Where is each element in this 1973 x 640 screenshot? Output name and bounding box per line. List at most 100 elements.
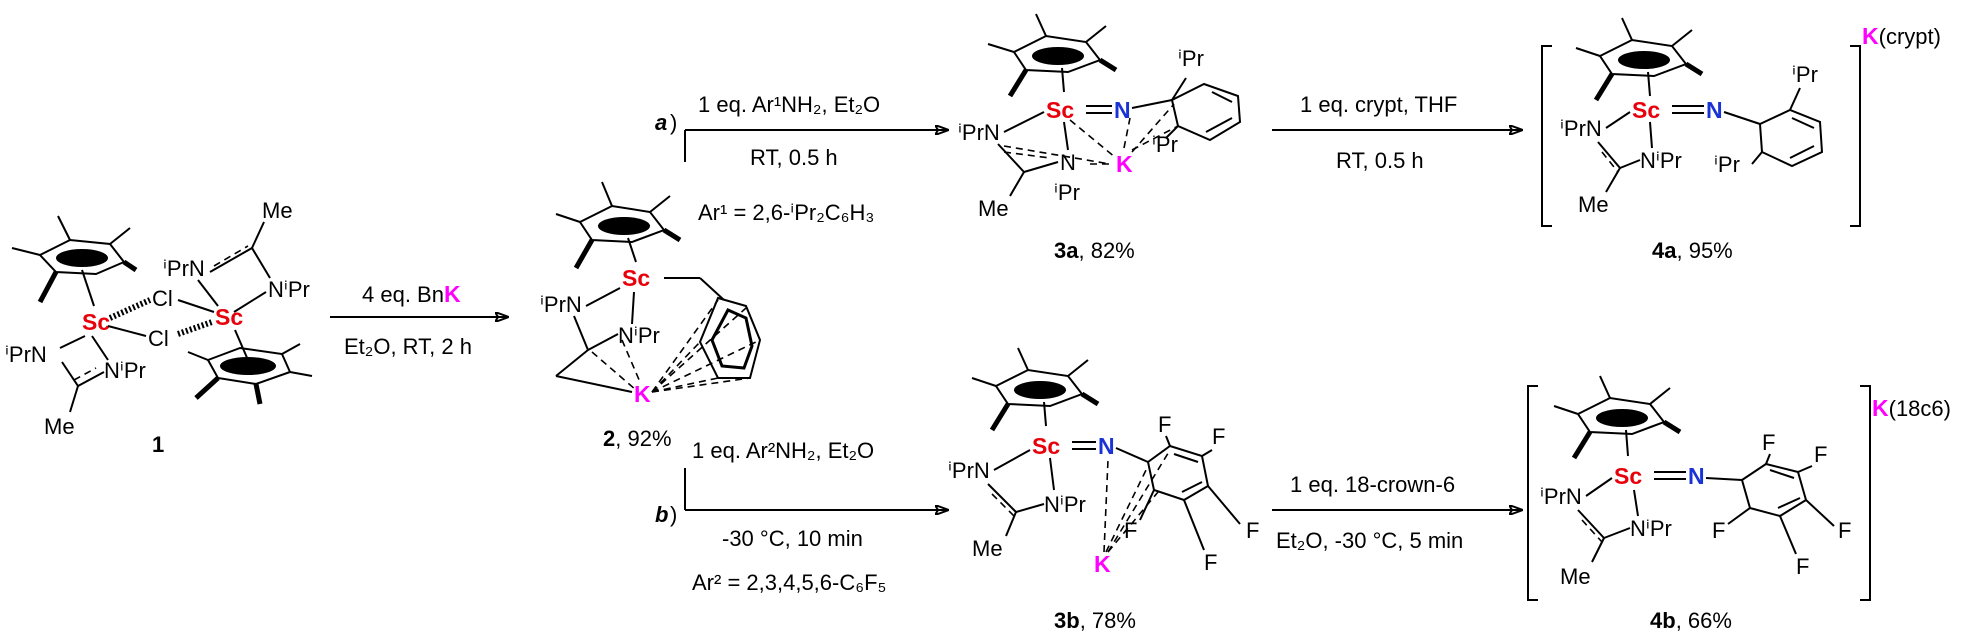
compound-4b-structure: K(18c6) Sc N F F F F F ⁱPr xyxy=(1527,375,1951,633)
compound-label: 4a, 95% xyxy=(1652,238,1733,263)
scandium-atom: Sc xyxy=(82,309,110,335)
amidinate-n-ipr: ⁱPrN xyxy=(1560,116,1602,141)
methyl-group: Me xyxy=(44,414,75,439)
potassium-atom: K xyxy=(1116,151,1133,177)
reaction-arrow-b2: 1 eq. 18-crown-6 Et₂O, -30 °C, 5 min xyxy=(1272,472,1522,553)
methyl-group: Me xyxy=(1578,192,1609,217)
path-tag: a xyxy=(655,110,667,135)
counterion-label: K(18c6) xyxy=(1872,395,1951,421)
bracket-left xyxy=(1541,45,1552,227)
scandium-atom: Sc xyxy=(1614,463,1642,489)
cp-star-ring xyxy=(11,215,138,307)
fluorine-atom: F xyxy=(1124,518,1137,543)
amidinate-n-ipr: NⁱPr xyxy=(104,358,146,383)
condition-label: -30 °C, 10 min xyxy=(722,526,863,551)
isopropyl-group: ⁱPr xyxy=(1792,62,1818,87)
bracket-right xyxy=(1860,385,1871,601)
compound-3a-structure: Sc N ⁱPr ⁱPr ⁱPrN N ⁱPr Me K 3a, 82% xyxy=(958,13,1242,263)
reagent-label: 4 eq. BnK xyxy=(362,281,461,307)
amidinate-n-ipr: NⁱPr xyxy=(268,277,310,302)
methyl-group: Me xyxy=(972,536,1003,561)
amidinate-n-ipr: ⁱPrN xyxy=(958,120,1000,145)
scandium-atom: Sc xyxy=(1046,97,1074,123)
chlorine-atom: Cl xyxy=(152,286,173,311)
cp-star-ring xyxy=(187,329,313,405)
scandium-atom: Sc xyxy=(622,265,650,291)
nitrogen-atom: N xyxy=(1114,97,1131,123)
isopropyl-group: ⁱPr xyxy=(1714,152,1740,177)
amidinate-n-ipr: ⁱPrN xyxy=(1540,484,1582,509)
amidinate-n-ipr: ⁱPrN xyxy=(948,458,990,483)
fluorine-atom: F xyxy=(1212,424,1225,449)
aryl-ring xyxy=(1170,82,1242,142)
reaction-arrow-a: a ) 1 eq. Ar¹NH₂, Et₂O RT, 0.5 h Ar¹ = 2… xyxy=(655,92,948,225)
fluorine-atom: F xyxy=(1838,518,1851,543)
nitrogen-atom: N xyxy=(1688,463,1705,489)
fluorine-atom: F xyxy=(1796,554,1809,579)
isopropyl-group: ⁱPr xyxy=(1178,46,1204,71)
fluorine-atom: F xyxy=(1246,518,1259,543)
reaction-arrow-step1: 4 eq. BnK Et₂O, RT, 2 h xyxy=(330,281,508,359)
cp-star-ring xyxy=(555,181,682,270)
reagent-label: 1 eq. 18-crown-6 xyxy=(1290,472,1455,497)
scandium-atom: Sc xyxy=(1632,97,1660,123)
fluorine-atom: F xyxy=(1712,518,1725,543)
amidinate-n-ipr: ⁱPrN xyxy=(540,292,582,317)
compound-1-structure: Sc Sc Cl Cl ⁱPrN NⁱPr Me ⁱPrN NⁱPr Me xyxy=(5,198,313,457)
nitrogen-atom: N xyxy=(1706,97,1723,123)
pentafluorophenyl-ring xyxy=(1740,462,1808,518)
fluorine-atom: F xyxy=(1814,442,1827,467)
path-tag: b xyxy=(655,502,668,527)
amidinate-n-ipr: NⁱPr xyxy=(1640,148,1682,173)
compound-2-structure: Sc ⁱPrN NⁱPr K 2, 92% xyxy=(540,181,762,451)
methyl-group: Me xyxy=(1560,564,1591,589)
methyl-group: Me xyxy=(262,198,293,223)
isopropyl-group: ⁱPr xyxy=(1054,180,1080,205)
reaction-arrow-a2: 1 eq. crypt, THF RT, 0.5 h xyxy=(1272,92,1522,173)
pentafluorophenyl-ring xyxy=(1146,444,1210,502)
condition-label: Et₂O, -30 °C, 5 min xyxy=(1276,528,1463,553)
benzyl-ring xyxy=(698,296,762,379)
path-tag-paren: ) xyxy=(670,502,677,527)
definition-label: Ar² = 2,3,4,5,6-C₆F₅ xyxy=(692,570,886,595)
reagent-label: 1 eq. Ar²NH₂, Et₂O xyxy=(692,438,874,463)
compound-label: 1 xyxy=(152,432,164,457)
aryl-ring xyxy=(1758,108,1824,168)
fluorine-atom: F xyxy=(1762,430,1775,455)
amidinate-n-ipr: NⁱPr xyxy=(1630,516,1672,541)
cp-star-ring xyxy=(1553,375,1682,460)
amidinate-n-ipr: NⁱPr xyxy=(1044,492,1086,517)
reagent-label: 1 eq. Ar¹NH₂, Et₂O xyxy=(698,92,880,117)
definition-label: Ar¹ = 2,6-ⁱPr₂C₆H₃ xyxy=(698,200,874,225)
condition-label: Et₂O, RT, 2 h xyxy=(344,334,472,359)
cp-star-ring xyxy=(971,347,1100,432)
compound-label: 3b, 78% xyxy=(1054,608,1136,633)
compound-3b-structure: Sc N F F F F F ⁱPrN NⁱPr Me K xyxy=(948,347,1259,633)
compound-4a-structure: K(crypt) Sc N ⁱPr ⁱPr ⁱPrN NⁱPr xyxy=(1541,17,1941,263)
condition-label: RT, 0.5 h xyxy=(1336,148,1424,173)
cp-star-ring xyxy=(1575,17,1704,102)
reaction-arrow-b: b ) 1 eq. Ar²NH₂, Et₂O -30 °C, 10 min Ar… xyxy=(655,438,948,595)
counterion-label: K(crypt) xyxy=(1862,23,1941,49)
potassium-atom: K xyxy=(634,381,651,407)
amidinate-n-ipr: ⁱPrN xyxy=(5,342,47,367)
bracket-right xyxy=(1850,45,1861,227)
nitrogen-atom: N xyxy=(1098,433,1115,459)
chlorine-atom: Cl xyxy=(148,326,169,351)
potassium-atom: K xyxy=(1094,551,1111,577)
bracket-left xyxy=(1527,385,1538,601)
isopropyl-group: ⁱPr xyxy=(1152,132,1178,157)
path-tag-paren: ) xyxy=(670,110,677,135)
condition-label: RT, 0.5 h xyxy=(750,145,838,170)
compound-label: 2, 92% xyxy=(603,426,672,451)
compound-label: 4b, 66% xyxy=(1650,608,1732,633)
methyl-group: Me xyxy=(978,196,1009,221)
fluorine-atom: F xyxy=(1204,550,1217,575)
cp-star-ring xyxy=(987,13,1118,98)
reagent-label: 1 eq. crypt, THF xyxy=(1300,92,1457,117)
fluorine-atom: F xyxy=(1158,412,1171,437)
amidinate-n: N xyxy=(1060,150,1076,175)
compound-label: 3a, 82% xyxy=(1054,238,1135,263)
amidinate-n-ipr: NⁱPr xyxy=(618,323,660,348)
